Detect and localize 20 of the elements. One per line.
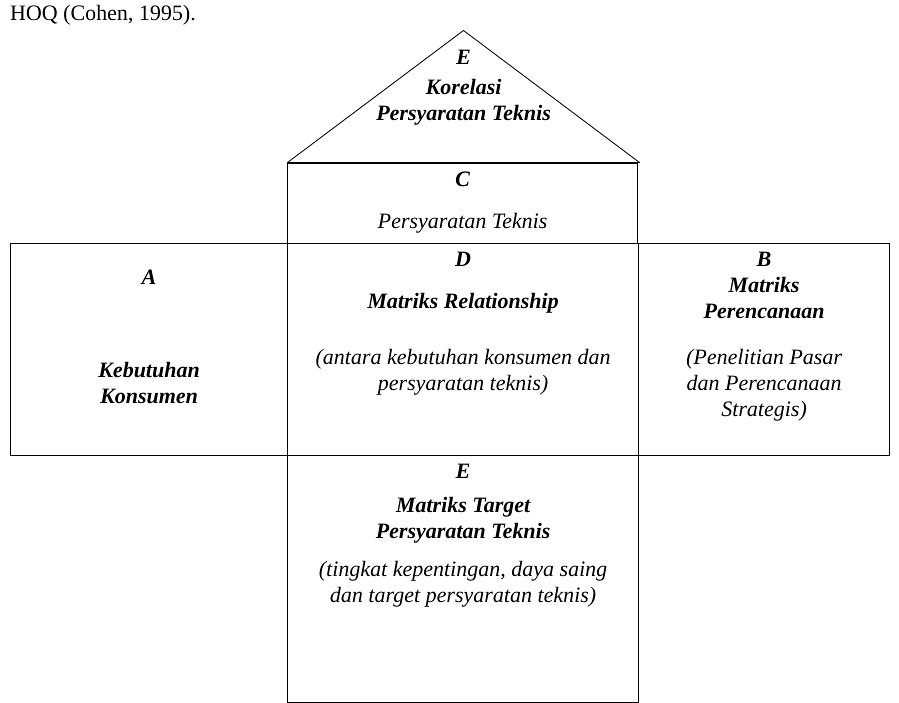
- source-note: HOQ (Cohen, 1995).: [10, 0, 196, 26]
- matrix-section: [287, 163, 638, 244]
- section-description: (antara kebutuhan konsumen dan persyaratan teknis): [314, 344, 612, 396]
- section-title: Persyaratan Teknis: [376, 208, 548, 234]
- matrix-section: [287, 455, 639, 703]
- section-description: (Penelitian Pasar dan Perencanaan Strategis): [685, 344, 843, 422]
- section-title: Matriks Target Persyaratan Teknis: [374, 492, 552, 544]
- section-title: Matriks Relationship: [366, 288, 560, 314]
- matrix-section: [10, 243, 288, 456]
- matrix-section: [638, 243, 890, 456]
- section-letter: E: [455, 44, 472, 70]
- section-title: Korelasi Persyaratan Teknis: [375, 74, 552, 126]
- section-description: (tingkat kepentingan, daya saing dan target persyaratan teknis): [318, 556, 608, 608]
- section-letter: C: [454, 166, 471, 192]
- section-letter: D: [454, 246, 472, 272]
- section-letter: E: [454, 458, 472, 484]
- section-letter: A: [140, 264, 158, 290]
- section-title: Matriks Perencanaan: [702, 272, 826, 324]
- section-title: Kebutuhan Konsumen: [97, 357, 201, 409]
- section-letter: B: [756, 246, 772, 272]
